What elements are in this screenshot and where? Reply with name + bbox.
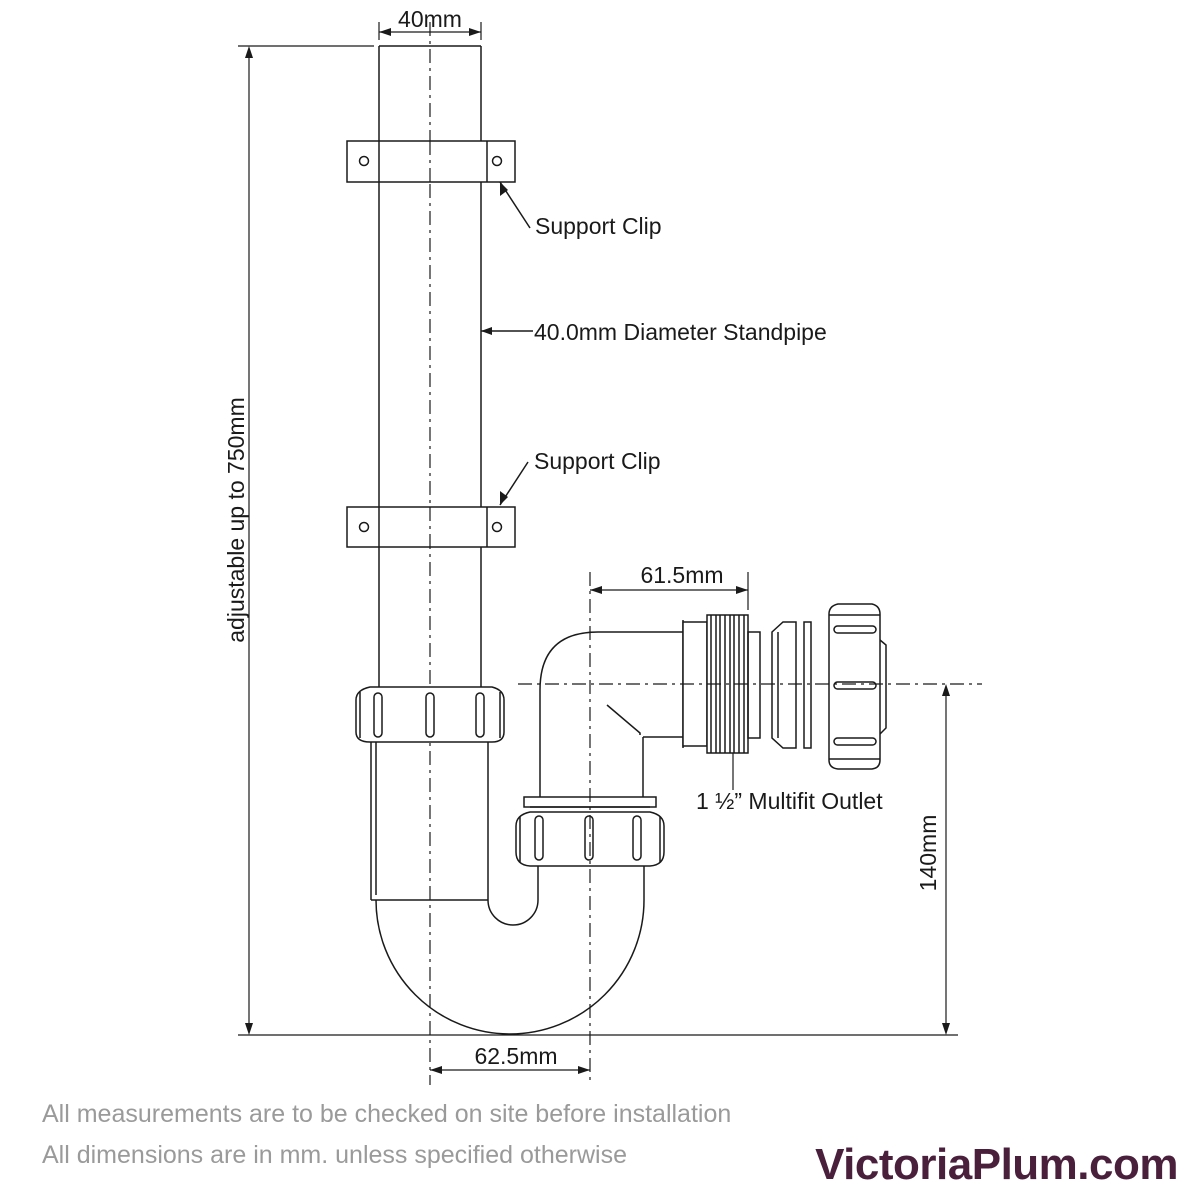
dim-height	[238, 45, 958, 1036]
dim-outlet-offset-label: 61.5mm	[640, 562, 723, 588]
trap-body	[370, 742, 645, 1035]
support-clip-top-label: Support Clip	[535, 213, 662, 239]
brand-logo[interactable]: VictoriaPlum.com	[815, 1140, 1178, 1189]
right-compression-nut	[515, 811, 665, 867]
dimension-arrowheads	[245, 28, 950, 1074]
support-clip-bottom-label: Support Clip	[534, 448, 661, 474]
dim-outlet-offset	[590, 572, 749, 610]
flat-washer	[803, 621, 812, 749]
left-compression-nut	[355, 686, 505, 743]
outlet-elbow	[523, 620, 684, 808]
threaded-outlet	[682, 614, 761, 754]
cone-washer	[771, 621, 797, 749]
multifit-nut	[828, 603, 887, 770]
note-dimensions-unit: All dimensions are in mm. unless specifi…	[42, 1141, 627, 1169]
standpipe-label: 40.0mm Diameter Standpipe	[534, 319, 827, 345]
dim-pipe-width	[378, 22, 482, 40]
support-clip-top	[346, 140, 516, 183]
dim-pipe-width-label: 40mm	[398, 6, 462, 32]
outlet-label: 1 ½” Multifit Outlet	[696, 788, 883, 814]
leader-outlet	[606, 704, 641, 735]
dim-outlet-height-label: 140mm	[915, 815, 941, 892]
dim-trap-offset-label: 62.5mm	[474, 1043, 557, 1069]
dim-height-label: adjustable up to 750mm	[223, 397, 249, 643]
support-clip-bottom	[346, 506, 516, 548]
note-check-on-site: All measurements are to be checked on si…	[42, 1100, 732, 1128]
